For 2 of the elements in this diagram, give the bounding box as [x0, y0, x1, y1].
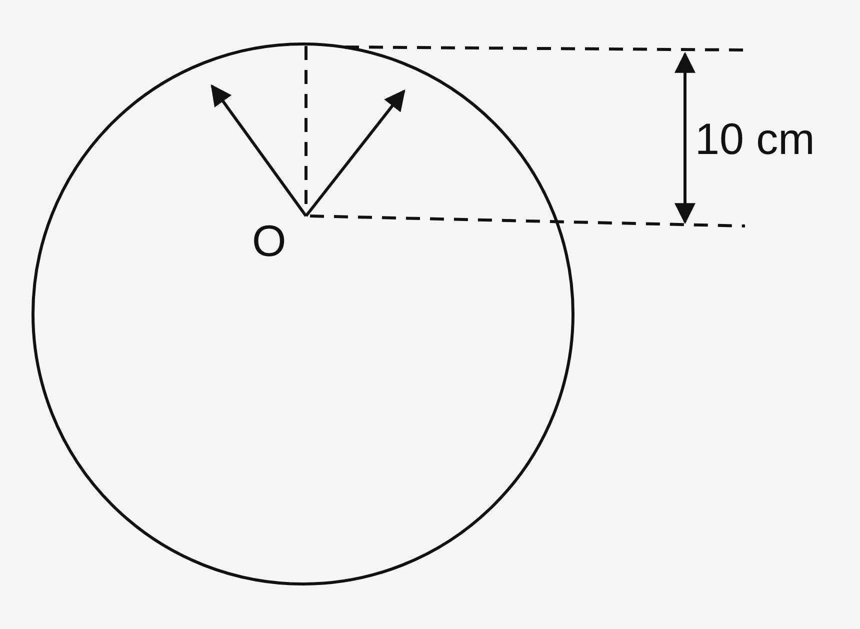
dimension-label: 10 cm — [695, 118, 815, 162]
point-label: O — [252, 220, 286, 264]
